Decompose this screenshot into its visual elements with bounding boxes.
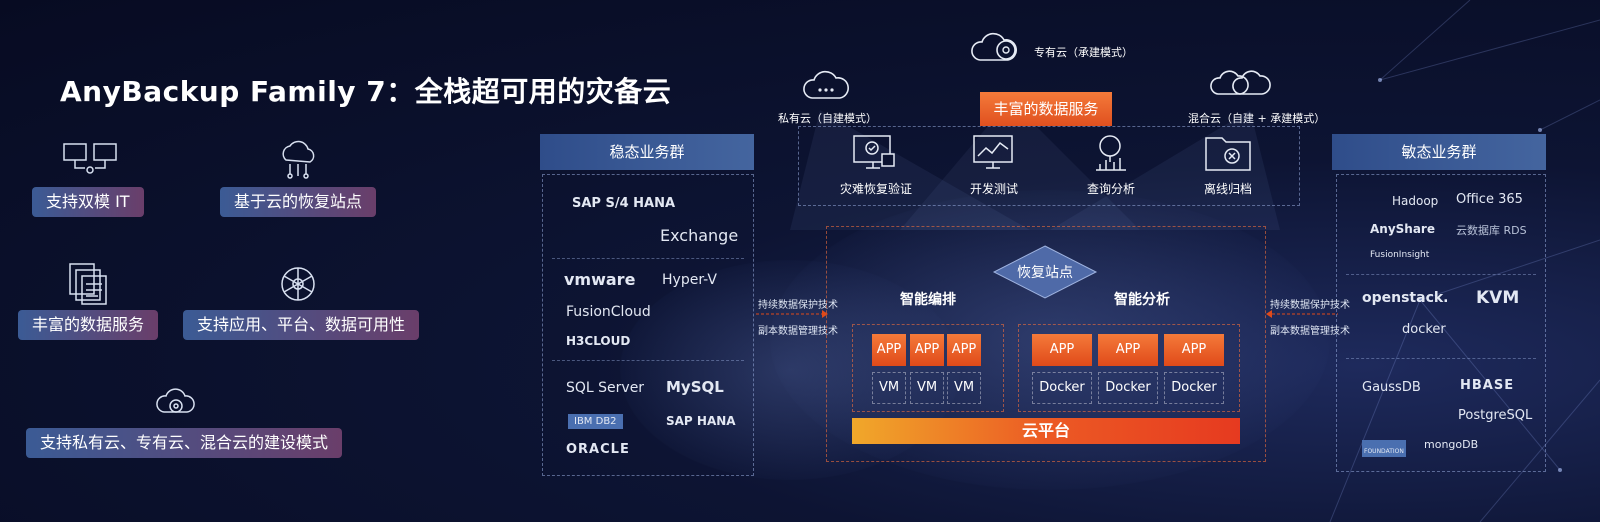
logo-hadoop: Hadoop <box>1392 194 1439 208</box>
logo-mysql: MySQL <box>666 378 724 396</box>
logo-anyshare: AnyShare <box>1370 222 1435 236</box>
dedicated-cloud-label: 专有云（承建模式） <box>1034 46 1133 59</box>
left-copy-mgmt-label: 副本数据管理技术 <box>758 326 838 337</box>
cloud-platform-bar: 云平台 <box>852 418 1240 444</box>
service-query-analysis: 查询分析 <box>1086 182 1135 196</box>
logo-hyperv: Hyper-V <box>662 272 717 288</box>
logo-oracle: ORACLE <box>566 442 630 457</box>
orchestration-group <box>852 324 1004 412</box>
analytics-group <box>1018 324 1240 412</box>
archive-icon <box>1205 137 1251 171</box>
app-block: APP <box>910 334 944 366</box>
vm-block: VM <box>910 372 944 404</box>
right-connector-arrow <box>1266 310 1338 318</box>
logo-gaussdb: GaussDB <box>1362 380 1421 395</box>
hybrid-cloud-label: 混合云（自建 + 承建模式） <box>1188 112 1326 125</box>
logo-cloud-rds: 云数据库 RDS <box>1456 224 1527 237</box>
agile-divider-2 <box>1346 358 1536 359</box>
feature-build-modes: 支持私有云、专有云、混合云的建设模式 <box>26 428 343 458</box>
dev-test-icon <box>973 135 1013 169</box>
light-beams <box>790 100 1280 230</box>
agile-business-header: 敏态业务群 <box>1332 134 1546 170</box>
logo-h3cloud: H3CLOUD <box>566 334 631 348</box>
logo-hbase: HBASE <box>1460 378 1515 393</box>
data-services-box <box>798 126 1300 206</box>
logo-fusioncloud: FusionCloud <box>566 304 651 320</box>
service-dr-verification: 灾难恢复验证 <box>839 182 912 196</box>
logo-sap-s4hana: SAP S/4 HANA <box>572 196 676 211</box>
logo-ibm-db2: IBM DB2 <box>568 414 623 429</box>
feature-cloud-recovery-site: 基于云的恢复站点 <box>220 187 377 217</box>
left-connector-arrow <box>756 310 828 318</box>
logo-sap-hana: SAP HANA <box>666 414 736 428</box>
docker-block: Docker <box>1164 372 1224 404</box>
private-cloud-icon <box>803 70 849 99</box>
service-dev-test: 开发测试 <box>969 182 1018 196</box>
cloud-gear-icon <box>156 388 195 413</box>
vm-block: VM <box>947 372 981 404</box>
page-title: AnyBackup Family 7：全栈超可用的灾备云 <box>60 75 672 108</box>
logo-office365: Office 365 <box>1456 192 1523 207</box>
logo-postgresql: PostgreSQL <box>1458 408 1533 423</box>
right-cdp-label: 持续数据保护技术 <box>1270 300 1350 311</box>
dedicated-cloud-icon <box>971 32 1017 61</box>
cloud-network-icon <box>282 140 315 179</box>
hybrid-cloud-icon <box>1210 70 1271 95</box>
right-copy-mgmt-label: 副本数据管理技术 <box>1270 326 1350 337</box>
brain-circuit-icon <box>281 267 315 301</box>
stable-business-header: 稳态业务群 <box>540 134 754 170</box>
docker-block: Docker <box>1098 372 1158 404</box>
logo-fusioninsight: FusionInsight <box>1370 250 1430 260</box>
logo-kvm: KVM <box>1476 288 1520 308</box>
logo-sqlserver: SQL Server <box>566 380 645 396</box>
recovery-site-box <box>826 226 1266 462</box>
feature-availability: 支持应用、平台、数据可用性 <box>183 310 420 340</box>
service-offline-archive: 离线归档 <box>1203 182 1252 196</box>
feature-rich-data-services: 丰富的数据服务 <box>18 310 159 340</box>
stable-divider-2 <box>552 360 744 361</box>
stable-business-box <box>542 174 754 476</box>
verify-icon <box>853 135 895 169</box>
feature-dual-mode-it: 支持双模 IT <box>32 187 144 217</box>
logo-vmware: vmware <box>564 270 636 289</box>
vm-block: VM <box>872 372 906 404</box>
stable-divider-1 <box>552 258 744 259</box>
logo-mongodb: mongoDB <box>1424 438 1479 451</box>
agile-divider-1 <box>1346 274 1536 275</box>
logo-docker: docker <box>1402 322 1446 337</box>
left-cdp-label: 持续数据保护技术 <box>758 300 838 311</box>
logo-foundation: FOUNDATION <box>1362 440 1406 457</box>
private-cloud-label: 私有云（自建模式） <box>778 110 877 126</box>
app-block: APP <box>872 334 906 366</box>
dual-monitor-icon <box>63 143 117 174</box>
query-analysis-icon <box>1096 135 1126 171</box>
data-services-title: 丰富的数据服务 <box>980 92 1112 126</box>
logo-exchange: Exchange <box>660 226 739 245</box>
orchestration-title: 智能编排 <box>900 292 956 308</box>
logo-openstack: openstack. <box>1362 290 1449 306</box>
agile-business-box <box>1336 174 1546 472</box>
recovery-site-label: 恢复站点 <box>1017 265 1073 281</box>
docker-block: Docker <box>1032 372 1092 404</box>
analytics-title: 智能分析 <box>1114 292 1170 308</box>
documents-icon <box>69 263 107 305</box>
app-block: APP <box>1032 334 1092 366</box>
app-block: APP <box>947 334 981 366</box>
app-block: APP <box>1098 334 1158 366</box>
app-block: APP <box>1164 334 1224 366</box>
recovery-site-diamond <box>992 245 1098 299</box>
